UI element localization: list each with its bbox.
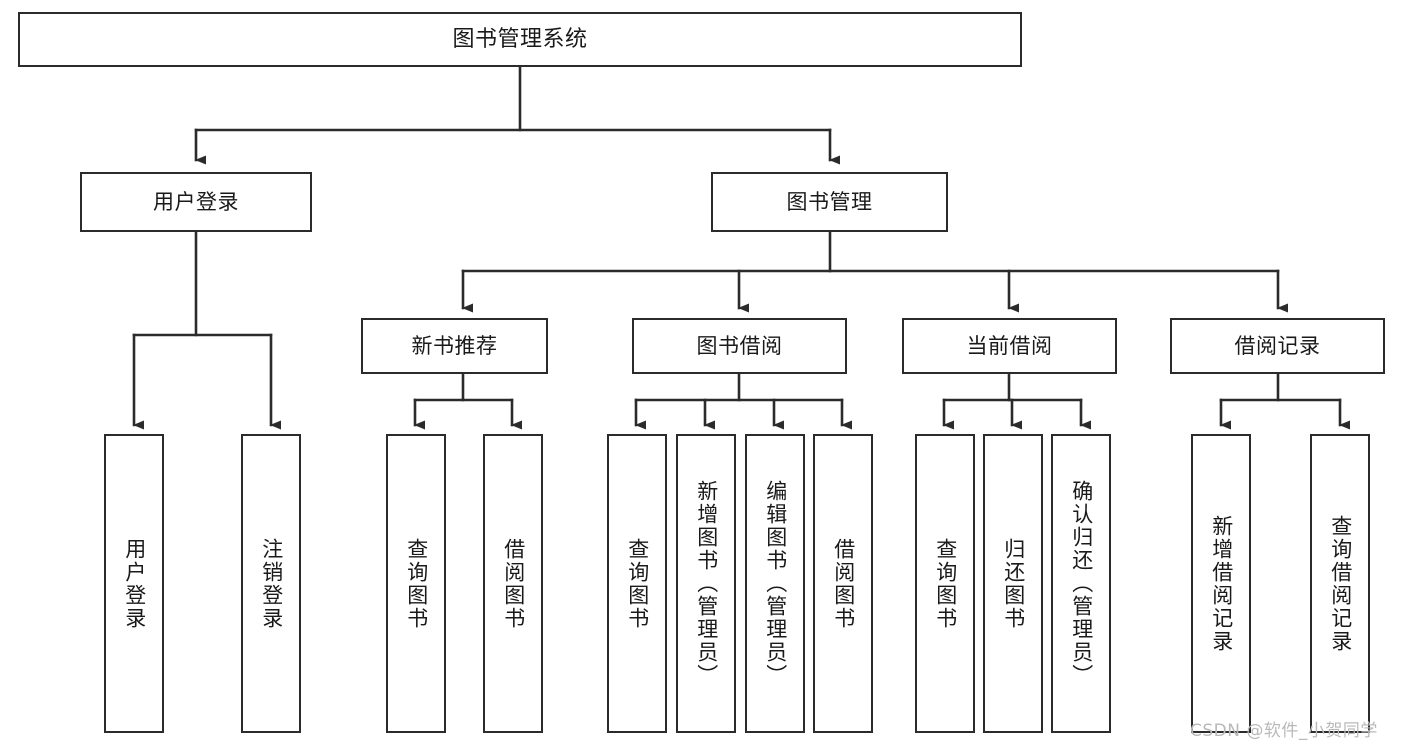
node-label: 用户登录	[122, 537, 147, 630]
node-label: 当前借阅	[966, 333, 1053, 358]
node-label: 新增借阅记录	[1209, 514, 1234, 653]
node-label: 图书管理系统	[452, 26, 588, 52]
node-label: 编辑图书（管理员）	[763, 480, 788, 687]
node-leaf-borrow-book-recommend[interactable]: 借阅图书	[483, 434, 543, 733]
node-leaf-add-book[interactable]: 新增图书（管理员）	[676, 434, 736, 733]
node-leaf-edit-book[interactable]: 编辑图书（管理员）	[745, 434, 805, 733]
node-label: 查询借阅记录	[1328, 514, 1353, 653]
node-label: 用户登录	[153, 189, 239, 214]
node-label: 注销登录	[259, 537, 284, 630]
node-label: 借阅图书	[501, 537, 526, 630]
node-leaf-borrow-book[interactable]: 借阅图书	[813, 434, 873, 733]
node-label: 图书管理	[786, 189, 873, 214]
node-label: 借阅图书	[831, 537, 856, 630]
node-label: 新书推荐	[411, 333, 498, 358]
node-label: 确认归还（管理员）	[1069, 480, 1094, 687]
node-borrow-record[interactable]: 借阅记录	[1170, 318, 1385, 374]
node-leaf-user-login[interactable]: 用户登录	[104, 434, 164, 733]
node-label: 查询图书	[625, 537, 650, 630]
node-leaf-query-borrow-record[interactable]: 查询借阅记录	[1310, 434, 1370, 733]
node-book-borrow[interactable]: 图书借阅	[632, 318, 847, 374]
node-book-manage[interactable]: 图书管理	[711, 172, 948, 232]
node-label: 借阅记录	[1234, 333, 1321, 358]
node-leaf-query-book-current[interactable]: 查询图书	[915, 434, 975, 733]
node-leaf-user-logout[interactable]: 注销登录	[241, 434, 301, 733]
node-label: 图书借阅	[696, 333, 783, 358]
node-label: 查询图书	[933, 537, 958, 630]
node-new-book-recommend[interactable]: 新书推荐	[361, 318, 548, 374]
node-leaf-return-book[interactable]: 归还图书	[983, 434, 1043, 733]
node-current-borrow[interactable]: 当前借阅	[902, 318, 1117, 374]
node-leaf-add-borrow-record[interactable]: 新增借阅记录	[1191, 434, 1251, 733]
node-leaf-query-book-recommend[interactable]: 查询图书	[386, 434, 446, 733]
node-label: 归还图书	[1001, 537, 1026, 630]
node-root-book-management-system[interactable]: 图书管理系统	[18, 12, 1022, 67]
node-label: 新增图书（管理员）	[694, 480, 719, 687]
node-leaf-query-book-borrow[interactable]: 查询图书	[607, 434, 667, 733]
node-label: 查询图书	[404, 537, 429, 630]
node-user-login[interactable]: 用户登录	[80, 172, 312, 232]
node-leaf-confirm-return[interactable]: 确认归还（管理员）	[1051, 434, 1111, 733]
